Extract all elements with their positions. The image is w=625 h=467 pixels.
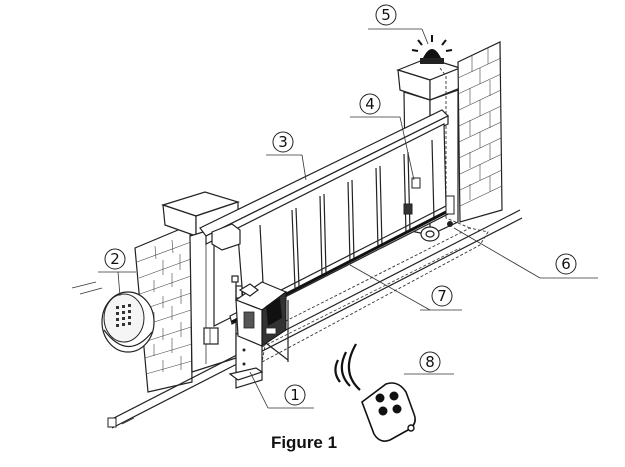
svg-text:3: 3 — [278, 133, 288, 151]
svg-text:4: 4 — [365, 95, 375, 113]
callout-7: 7 — [431, 285, 453, 307]
svg-text:8: 8 — [425, 353, 435, 371]
callout-2: 2 — [104, 248, 126, 270]
callout-5: 5 — [375, 4, 397, 26]
wall-keypad — [71, 281, 155, 353]
figure-caption: Figure 1 — [271, 433, 337, 452]
callout-1: 1 — [284, 384, 306, 406]
photocell — [403, 177, 421, 215]
callout-6: 6 — [555, 253, 577, 275]
svg-text:5: 5 — [381, 6, 391, 24]
flashing-lamp-icon — [411, 35, 453, 64]
callout-4: 4 — [359, 93, 381, 115]
svg-text:1: 1 — [290, 386, 300, 404]
gate-end-receiver — [445, 195, 455, 227]
svg-text:6: 6 — [561, 255, 571, 273]
right-brick-wall — [457, 41, 503, 223]
gate-motor — [203, 275, 289, 389]
callouts: 1 2 3 4 5 6 7 8 — [104, 4, 577, 406]
svg-text:2: 2 — [110, 250, 120, 268]
sliding-gate — [199, 109, 453, 327]
leader-lines — [98, 28, 598, 409]
left-brick-wall — [134, 224, 193, 393]
signal-waves-icon — [334, 343, 361, 391]
callout-8: 8 — [419, 351, 441, 373]
callout-3: 3 — [272, 131, 294, 153]
remote-control — [361, 382, 416, 442]
svg-text:7: 7 — [437, 287, 447, 305]
ground-track — [107, 209, 523, 429]
